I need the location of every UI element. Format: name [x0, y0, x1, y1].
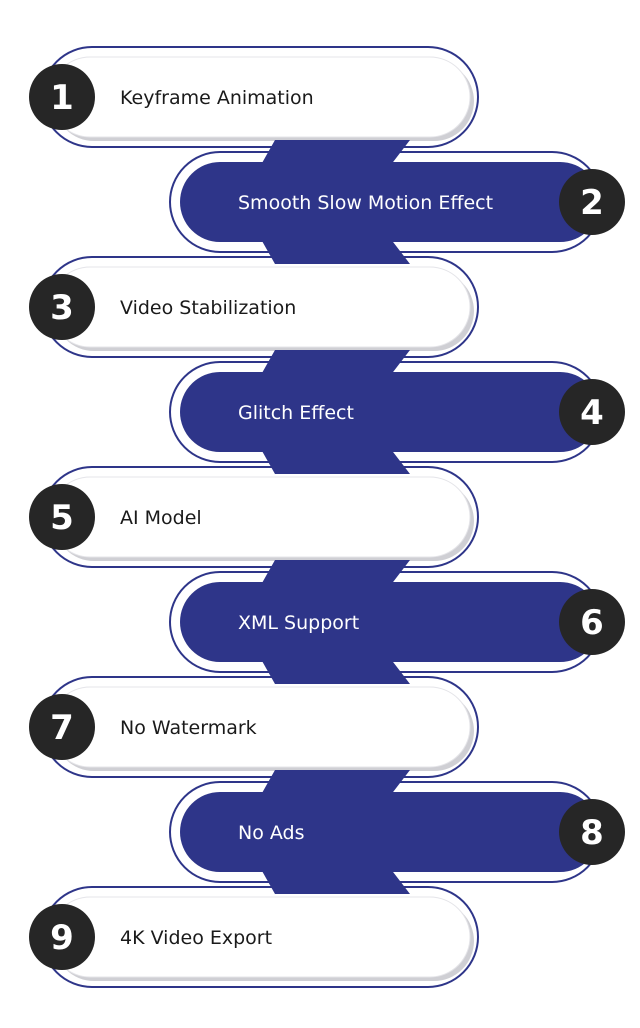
step-2-label: Smooth Slow Motion Effect — [238, 192, 493, 214]
step-1-badge — [29, 64, 95, 130]
step-5-label: AI Model — [120, 507, 202, 529]
step-1-label: Keyframe Animation — [120, 87, 314, 109]
step-9-badge — [29, 904, 95, 970]
step-5-pill — [49, 476, 471, 558]
step-6-number: 6 — [580, 603, 604, 643]
outline-pills — [41, 46, 479, 988]
step-8-label: No Ads — [238, 822, 305, 844]
step-4-badge — [559, 379, 625, 445]
step-3-number: 3 — [50, 288, 74, 328]
number-badges: 1 2 3 4 5 6 7 8 9 — [29, 64, 625, 970]
step-3-badge — [29, 274, 95, 340]
filled-pills — [169, 140, 603, 894]
step-9-label: 4K Video Export — [120, 927, 272, 949]
step-8-pill — [180, 792, 600, 872]
step-1-number: 1 — [50, 78, 74, 118]
step-2-pill — [180, 162, 600, 242]
step-5-badge — [29, 484, 95, 550]
step-7-number: 7 — [50, 708, 74, 748]
step-2-badge — [559, 169, 625, 235]
step-9-number: 9 — [50, 918, 74, 958]
step-6-pill — [180, 582, 600, 662]
step-7-pill — [49, 686, 471, 768]
step-7-label: No Watermark — [120, 717, 257, 739]
step-7-badge — [29, 694, 95, 760]
step-6-label: XML Support — [238, 612, 359, 634]
step-3-label: Video Stabilization — [120, 297, 296, 319]
step-5-number: 5 — [50, 498, 74, 538]
step-2-number: 2 — [580, 183, 604, 223]
step-6-badge — [559, 589, 625, 655]
step-8-badge — [559, 799, 625, 865]
step-4-pill — [180, 372, 600, 452]
step-4-label: Glitch Effect — [238, 402, 354, 424]
step-4-number: 4 — [580, 393, 604, 433]
step-8-number: 8 — [580, 813, 604, 853]
